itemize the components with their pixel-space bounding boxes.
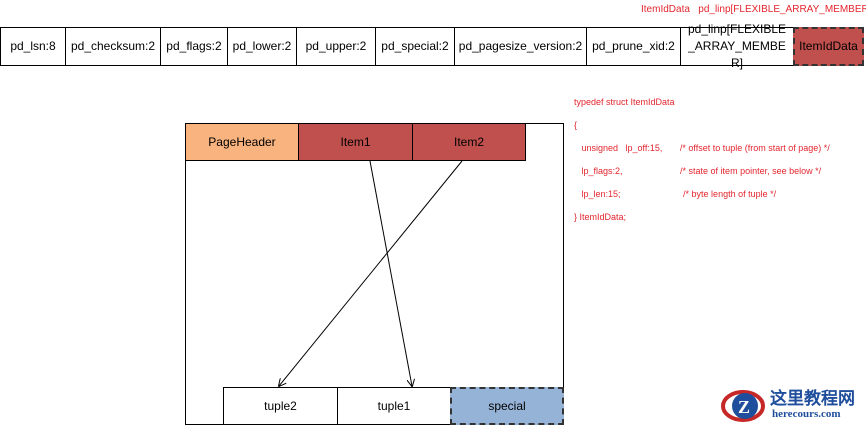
- struct-label-left: ItemIdData: [641, 4, 690, 15]
- code-line: {: [574, 119, 578, 130]
- arrow-item2-to-tuple2: [279, 160, 463, 386]
- tuple1-block: tuple1: [337, 387, 451, 425]
- field-pd-upper: pd_upper:2: [296, 27, 376, 66]
- watermark-url: herecours.com: [772, 408, 841, 420]
- page-header-block: PageHeader: [185, 123, 299, 161]
- code-block: typedef struct ItemIdData { unsigned lp_…: [574, 85, 830, 235]
- code-line: lp_len:15; /* byte length of tuple */: [574, 188, 777, 199]
- watermark: Z 这里教程网 herecours.com: [718, 382, 866, 426]
- code-line: typedef struct ItemIdData: [574, 96, 675, 107]
- tuple2-block: tuple2: [223, 387, 338, 425]
- code-line: } ItemIdData;: [574, 211, 627, 222]
- item1-block: Item1: [298, 123, 413, 161]
- watermark-logo-icon: Z: [721, 390, 765, 422]
- arrow-item1-to-tuple1: [369, 160, 412, 386]
- field-pd-flags: pd_flags:2: [160, 27, 228, 66]
- special-block: special: [450, 387, 564, 425]
- field-pd-prune-xid: pd_prune_xid:2: [586, 27, 681, 66]
- struct-label-right: pd_linp[FLEXIBLE_ARRAY_MEMBER]: [698, 4, 866, 15]
- code-line: unsigned lp_off:15, /* offset to tuple (…: [574, 142, 830, 153]
- field-pd-pagesize-version: pd_pagesize_version:2: [454, 27, 587, 66]
- field-pd-lsn: pd_lsn:8: [0, 27, 66, 66]
- item2-block: Item2: [412, 123, 526, 161]
- svg-text:Z: Z: [738, 397, 750, 417]
- watermark-title: 这里教程网: [770, 389, 855, 409]
- field-itemiddata: ItemIdData: [793, 27, 864, 66]
- code-line: lp_flags:2, /* state of item pointer, se…: [574, 165, 822, 176]
- struct-label: ItemIdData pd_linp[FLEXIBLE_ARRAY_MEMBER…: [641, 4, 866, 15]
- field-pd-lower: pd_lower:2: [227, 27, 297, 66]
- field-pd-special: pd_special:2: [375, 27, 455, 66]
